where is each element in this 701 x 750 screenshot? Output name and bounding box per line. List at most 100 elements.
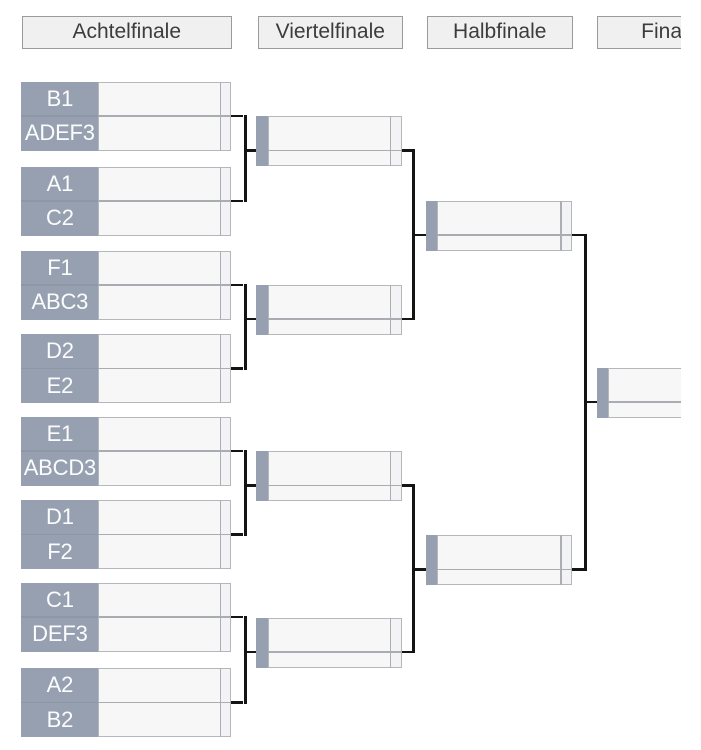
winner-strip — [256, 617, 268, 668]
team-seed-away: C2 — [46, 205, 74, 231]
label-divider — [21, 200, 99, 202]
tip-input-home[interactable] — [99, 669, 219, 702]
row-divider — [608, 401, 681, 403]
row-divider — [98, 450, 232, 452]
connector-in-sf-2 — [415, 568, 426, 571]
tip-input-home[interactable] — [438, 202, 560, 235]
connector-out-r16-8 — [231, 701, 244, 704]
label-divider — [21, 533, 99, 536]
connector-out-qf-4 — [401, 650, 412, 654]
match-qf-2 — [256, 284, 402, 335]
connector-in-final — [587, 400, 597, 404]
tip-input-away[interactable] — [99, 536, 219, 569]
score-divider — [560, 535, 562, 586]
winner-strip — [256, 284, 268, 335]
tip-input-home[interactable] — [269, 619, 390, 652]
connector-in-sf-1 — [415, 233, 426, 237]
connector-out-qf-2 — [401, 317, 412, 321]
score-divider — [389, 451, 392, 502]
connector-vertical-qf-1 — [243, 114, 247, 203]
connector-vertical-qf-2 — [243, 283, 247, 370]
row-divider — [98, 616, 232, 618]
team-seed-home: A1 — [46, 170, 74, 196]
row-divider — [98, 200, 232, 202]
row-divider — [267, 318, 402, 320]
tip-input-home[interactable] — [99, 168, 219, 201]
match-sf-2 — [425, 535, 573, 586]
round-header-label: Achtelfinale — [72, 20, 182, 43]
tip-input-home[interactable] — [269, 452, 390, 485]
tip-input-away[interactable] — [99, 370, 219, 403]
tip-input-home[interactable] — [99, 501, 219, 534]
match-final — [596, 367, 681, 418]
tip-input-home[interactable] — [99, 252, 219, 285]
match-body — [437, 535, 573, 586]
match-body — [437, 200, 573, 251]
team-seed-home: F1 — [47, 254, 73, 280]
connector-vertical-sf-2 — [412, 484, 415, 654]
match-sf-1 — [425, 200, 573, 251]
round-header-viertelfinale: Viertelfinale — [258, 15, 403, 49]
tip-input-away[interactable] — [99, 618, 219, 651]
score-divider — [389, 284, 392, 335]
connector-out-r16-7 — [231, 615, 244, 619]
connector-out-r16-1 — [231, 114, 244, 118]
connector-out-r16-6 — [231, 533, 244, 536]
winner-strip — [425, 535, 438, 586]
match-qf-4 — [256, 617, 402, 668]
tip-input-home[interactable] — [99, 584, 219, 617]
tip-input-away[interactable] — [99, 117, 219, 150]
team-seed-home: E1 — [46, 420, 74, 446]
row-divider — [267, 651, 402, 653]
connector-out-qf-1 — [401, 149, 412, 152]
label-divider — [21, 701, 99, 704]
match-r16-7: C1 DEF3 — [21, 582, 232, 652]
connector-in-qf-1 — [246, 149, 257, 152]
team-seed-away: ABCD3 — [23, 455, 97, 481]
round-header-label: Halbfinale — [453, 20, 547, 43]
team-seed-away: ADEF3 — [24, 120, 95, 146]
tip-input-home[interactable] — [609, 369, 680, 402]
tip-input-home[interactable] — [438, 536, 560, 569]
row-divider — [98, 115, 232, 117]
match-r16-4: D2 E2 — [21, 334, 232, 403]
label-divider — [21, 367, 99, 370]
connector-in-qf-3 — [246, 484, 257, 487]
team-seed-home: B1 — [46, 85, 74, 111]
match-r16-3: F1 ABC3 — [21, 250, 232, 320]
team-seed-away: F2 — [47, 538, 73, 564]
connector-out-sf-2 — [572, 568, 584, 571]
match-r16-5: E1 ABCD3 — [21, 416, 232, 486]
label-divider — [21, 115, 99, 117]
connector-out-r16-3 — [231, 283, 244, 287]
connector-in-qf-4 — [246, 650, 257, 654]
connector-vertical-qf-3 — [243, 449, 247, 536]
match-body — [267, 116, 402, 167]
tip-input-away[interactable] — [99, 202, 219, 235]
tip-input-away[interactable] — [99, 704, 219, 737]
tip-input-home[interactable] — [99, 335, 219, 368]
round-header-label: Viertelfinale — [275, 20, 385, 43]
row-divider — [98, 533, 232, 536]
match-body — [608, 367, 681, 418]
connector-vertical-final — [584, 233, 587, 571]
score-column — [390, 618, 401, 667]
team-seed-away: ABC3 — [31, 289, 89, 315]
tip-input-home[interactable] — [269, 117, 390, 150]
tip-input-home[interactable] — [99, 83, 219, 116]
tip-input-away[interactable] — [99, 286, 219, 319]
connector-out-r16-5 — [231, 449, 244, 453]
score-column — [390, 117, 401, 166]
winner-strip — [256, 451, 268, 502]
row-divider — [437, 568, 573, 571]
match-r16-2: A1 C2 — [21, 166, 232, 236]
match-r16-6: D1 F2 — [21, 500, 232, 569]
tip-input-home[interactable] — [99, 418, 219, 451]
score-column — [390, 452, 401, 501]
tip-input-home[interactable] — [269, 286, 390, 319]
label-divider — [21, 616, 99, 618]
round-header-label: Finale — [641, 20, 681, 43]
connector-vertical-sf-1 — [412, 149, 415, 321]
row-divider — [98, 284, 232, 286]
tip-input-away[interactable] — [99, 452, 219, 485]
